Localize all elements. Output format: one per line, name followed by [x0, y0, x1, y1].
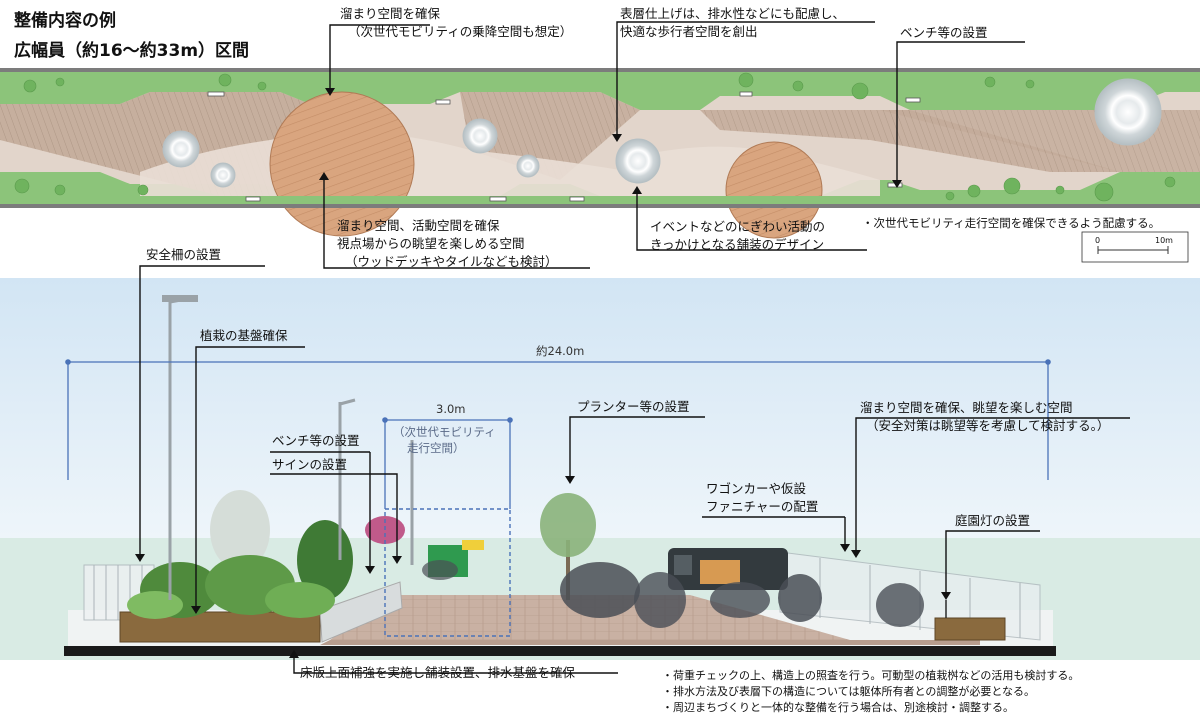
callout-activity-line1: 溜まり空間、活動空間を確保 — [337, 218, 500, 233]
callout-planter: プランター等の設置 — [577, 399, 690, 414]
tree-plan-icon — [615, 138, 661, 184]
dimension-total — [67, 361, 1049, 480]
tree-center — [540, 493, 596, 600]
callout-view-line2: （安全対策は眺望等を考慮して検討する。） — [866, 418, 1110, 433]
callout-bench-section: ベンチ等の設置 — [272, 433, 360, 448]
callout-event: イベントなどのにぎわい活動の きっかけとなる舗装のデザイン — [650, 218, 825, 254]
scale-end: 10m — [1155, 236, 1173, 245]
section-arrowheads — [135, 476, 951, 658]
callout-pool-top-line2: （次世代モビリティの乗降空間も想定） — [348, 24, 573, 39]
callout-activity: 溜まり空間、活動空間を確保 視点場からの眺望を楽しめる空間 （ウッドデッキやタイ… — [337, 217, 558, 271]
callout-view: 溜まり空間を確保、眺望を楽しむ空間 （安全対策は眺望等を考慮して検討する。） — [860, 399, 1109, 435]
scale-bar — [1081, 231, 1189, 263]
callout-slab: 床版上面補強を実施し舗装設置、排水基盤を確保 — [300, 665, 576, 680]
tree-plan-icon — [462, 118, 498, 154]
callout-pool-top: 溜まり空間を確保 （次世代モビリティの乗降空間も想定） — [340, 5, 572, 41]
callout-event-line2: きっかけとなる舗装のデザイン — [650, 237, 825, 252]
planter-right — [934, 617, 1006, 641]
plan-arrowheads — [319, 88, 902, 194]
callout-surface: 表層仕上げは、排水性などにも配慮し、 快適な歩行者空間を創出 — [620, 5, 845, 41]
callout-sign: サインの設置 — [272, 457, 348, 472]
dimension-total-label: 約24.0m — [536, 344, 585, 358]
shrub-plan-icon — [14, 72, 1176, 202]
section-view — [0, 278, 1200, 660]
callout-bench-plan: ベンチ等の設置 — [900, 25, 988, 40]
lane-label: （次世代モビリティ 走行空間） — [393, 424, 496, 456]
callout-event-line1: イベントなどのにぎわい活動の — [650, 219, 826, 234]
dimension-lane — [384, 419, 511, 509]
bench-plan-icon — [207, 91, 921, 202]
note-item: ・周辺まちづくりと一体的な整備を行う場合は、別途検討・調整する。 — [662, 701, 1014, 714]
tree-plan-icon — [516, 154, 540, 178]
section-leader-lines — [139, 265, 1130, 674]
callout-fence: 安全柵の設置 — [146, 247, 222, 262]
page-title: 整備内容の例 — [14, 11, 116, 31]
callout-view-line1: 溜まり空間を確保、眺望を楽しむ空間 — [860, 400, 1073, 415]
callout-surface-line2: 快適な歩行者空間を創出 — [620, 24, 758, 39]
dimension-lane-label: 3.0m — [436, 402, 466, 416]
tree-plan-icon — [210, 162, 236, 188]
tree-plan-icon — [1094, 78, 1162, 146]
wagon-car — [668, 548, 788, 590]
lane-label-line1: （次世代モビリティ — [393, 425, 496, 439]
street-light-head — [162, 295, 198, 302]
wood-deck-circle — [269, 91, 415, 237]
wood-deck-circle — [725, 141, 823, 239]
page-subtitle: 広幅員（約16～約33m）区間 — [14, 41, 250, 61]
tree-plan-icon — [162, 130, 200, 168]
callout-surface-line1: 表層仕上げは、排水性などにも配慮し、 — [620, 6, 846, 21]
callout-wagon-line2: ファニチャーの配置 — [706, 499, 819, 514]
callout-wagon: ワゴンカーや仮設 ファニチャーの配置 — [706, 480, 818, 516]
callout-planting: 植栽の基盤確保 — [200, 328, 288, 343]
callout-wagon-line1: ワゴンカーや仮設 — [706, 481, 807, 496]
slab-base — [64, 646, 1056, 656]
plan-view — [0, 68, 1200, 239]
planting-strip-top — [0, 72, 1200, 110]
mobility-note: ・次世代モビリティ走行空間を確保できるよう配慮する。 — [862, 216, 1161, 230]
deck-area — [700, 110, 1120, 172]
callout-pool-top-line1: 溜まり空間を確保 — [340, 6, 441, 21]
note-item: ・排水方法及び表層下の構造については躯体所有者との調整が必要となる。 — [662, 685, 1036, 698]
callout-garden-light: 庭園灯の設置 — [955, 513, 1031, 528]
notes-list: ・荷重チェックの上、構造上の照査を行う。可動型の植栽桝などの活用も検討する。 ・… — [662, 668, 1079, 716]
note-item: ・荷重チェックの上、構造上の照査を行う。可動型の植栽桝などの活用も検討する。 — [662, 669, 1080, 682]
scale-start: 0 — [1095, 236, 1101, 245]
callout-activity-line2: 視点場からの眺望を楽しめる空間 — [337, 236, 525, 251]
plan-leader-lines — [323, 21, 1025, 269]
callout-activity-line3: （ウッドデッキやタイルなども検討） — [345, 254, 558, 269]
lane-label-line2: 走行空間） — [407, 441, 465, 455]
crowd — [422, 560, 924, 628]
